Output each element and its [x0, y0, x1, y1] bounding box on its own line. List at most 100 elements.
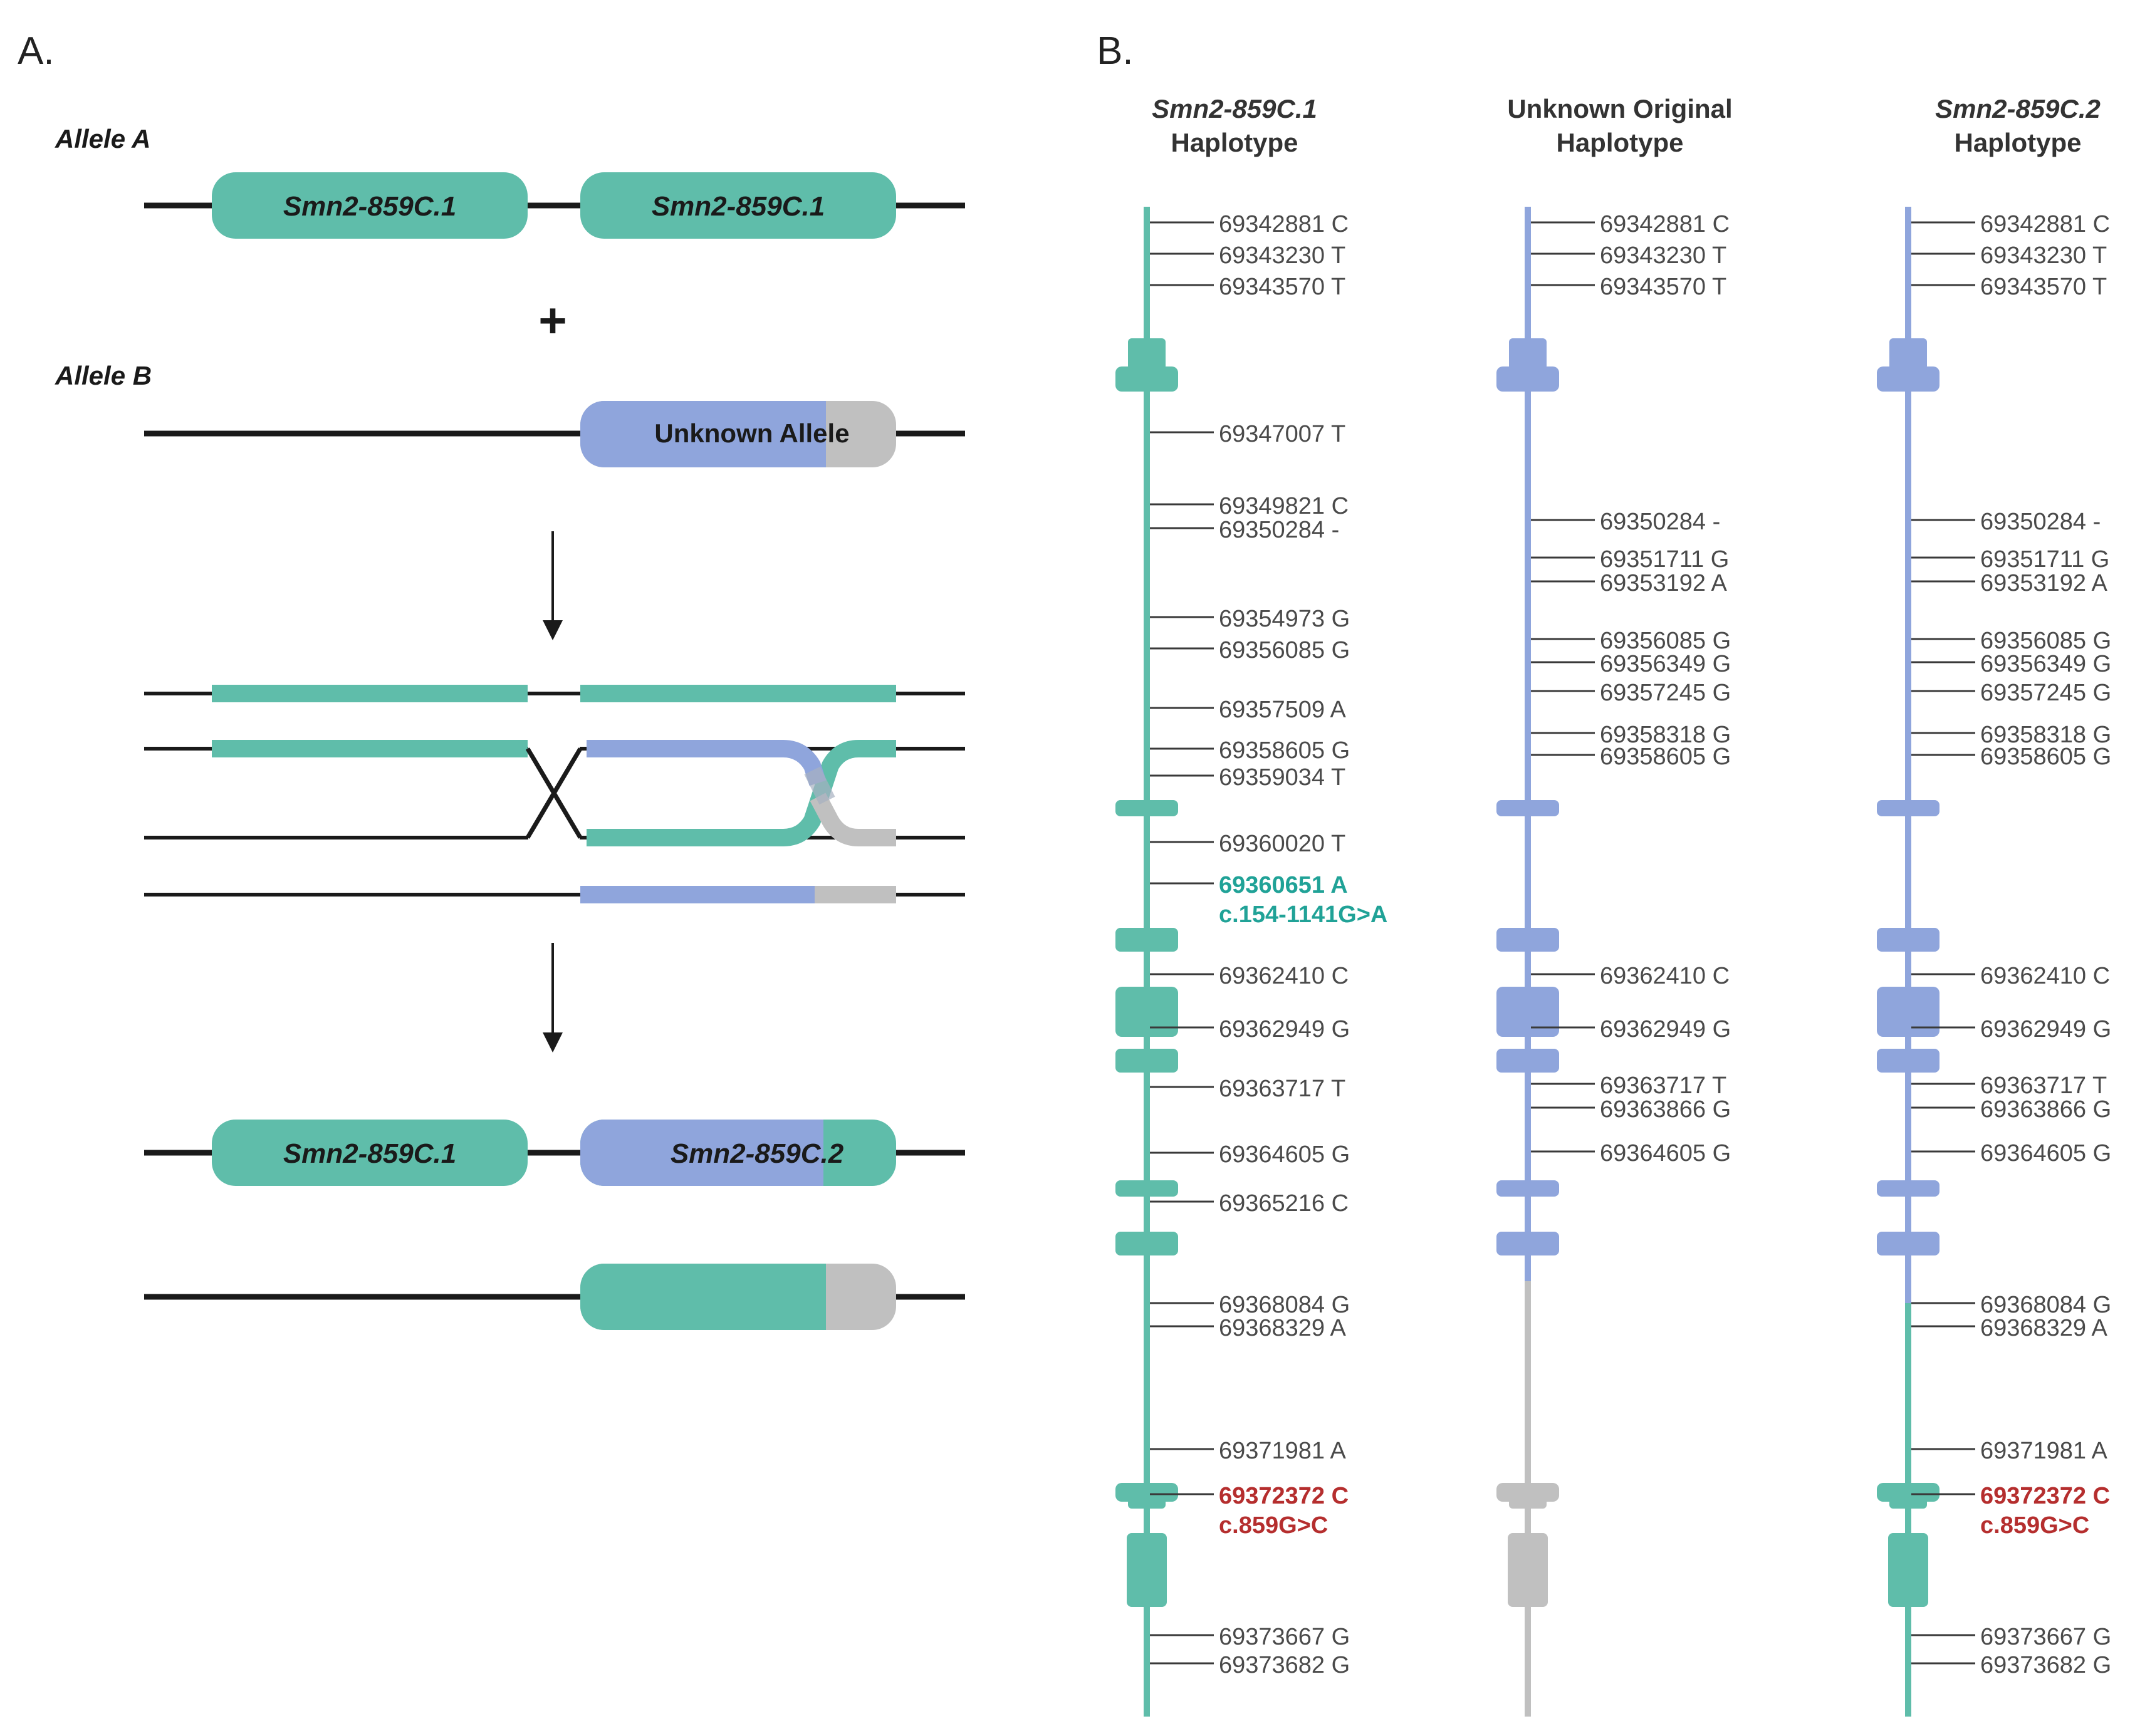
marker-label: 69343230 T	[1600, 242, 1726, 269]
exon-1	[1889, 338, 1927, 370]
marker-label: 69358318 G	[1600, 722, 1731, 748]
panel-b: B. Smn2-859C.1 Haplotype Unknown Origina…	[1097, 29, 2111, 1717]
marker-label: 69358318 G	[1980, 722, 2111, 748]
marker-label: 69371981 A	[1219, 1438, 1347, 1464]
marker-label: 69368329 A	[1219, 1315, 1347, 1341]
marker-label: 69368084 G	[1219, 1292, 1350, 1318]
exchange-gray	[810, 793, 896, 846]
exon-5	[1115, 1049, 1178, 1073]
chromatid-4-blue	[580, 886, 815, 903]
marker-label: 69360020 T	[1219, 831, 1345, 857]
result-2-gene	[580, 1264, 896, 1330]
marker-label: 69363717 T	[1980, 1073, 2107, 1099]
marker-label: 69362410 C	[1219, 963, 1349, 989]
column-1-title-line1: Smn2-859C.1	[1152, 94, 1317, 123]
exon-4	[1496, 987, 1559, 1037]
marker-label: 69373667 G	[1980, 1624, 2111, 1650]
marker-label: 69350284 -	[1980, 509, 2101, 535]
marker-label: 69359034 T	[1219, 764, 1345, 791]
marker-label: 69372372 C	[1219, 1483, 1349, 1509]
chromatid-4-gray	[815, 886, 896, 903]
panel-b-label: B.	[1097, 29, 1134, 73]
marker-label: 69357245 G	[1980, 680, 2111, 706]
exchange-blue-upper	[587, 740, 827, 786]
exon-6	[1496, 1180, 1559, 1197]
marker-label: 69357245 G	[1600, 680, 1731, 706]
allele-a-gene-1	[212, 172, 528, 239]
column-2-title-line2: Haplotype	[1556, 128, 1683, 157]
exon-7	[1496, 1232, 1559, 1255]
allele-a-gene-2	[580, 172, 896, 239]
exon-8	[1889, 1497, 1927, 1509]
exon-8	[1509, 1497, 1547, 1509]
marker-label: 69364605 G	[1980, 1140, 2111, 1167]
chromatid-1-gene-2	[580, 685, 896, 702]
marker-label: 69343230 T	[1219, 242, 1345, 269]
marker-label: 69356085 G	[1600, 628, 1731, 654]
column-3-title-line1: Smn2-859C.2	[1935, 94, 2101, 123]
result-1-gene-1-label: Smn2-859C.1	[283, 1138, 456, 1169]
exchange-green-lower	[587, 740, 896, 846]
variant-annotation: c.859G>C	[1980, 1512, 2089, 1539]
marker-label: 69371981 A	[1980, 1438, 2108, 1464]
marker-label: 69363717 T	[1219, 1076, 1345, 1102]
marker-label: 69368084 G	[1980, 1292, 2111, 1318]
allele-b-label: Allele B	[55, 361, 152, 390]
marker-label: 69363866 G	[1600, 1096, 1731, 1123]
exon-5	[1496, 1049, 1559, 1073]
result-1-gene-1	[212, 1120, 528, 1186]
panel-a: A. Allele A Smn2-859C.1 Smn2-859C.1 + Al…	[18, 29, 965, 1330]
marker-label: 69372372 C	[1980, 1483, 2110, 1509]
marker-label: 69342881 C	[1219, 211, 1349, 237]
chromatid-1-gene-1	[212, 685, 528, 702]
exon-1	[1496, 366, 1559, 392]
result-1-gene-2	[580, 1120, 896, 1186]
marker-label: 69362949 G	[1600, 1016, 1731, 1042]
exon-1	[1509, 338, 1547, 370]
unknown-allele-label: Unknown Allele	[654, 418, 849, 448]
marker-label: 69373682 G	[1219, 1652, 1350, 1678]
allele-a-gene-2-label: Smn2-859C.1	[652, 191, 825, 222]
exon-2	[1115, 800, 1178, 816]
marker-label: 69356085 G	[1219, 637, 1350, 663]
marker-label: 69342881 C	[1600, 211, 1730, 237]
exon-8	[1115, 1483, 1178, 1502]
exon-1	[1115, 366, 1178, 392]
marker-label: 69343570 T	[1600, 274, 1726, 300]
marker-label: 69356349 G	[1980, 651, 2111, 677]
crossover-diagram	[144, 685, 965, 903]
haplotype-column-unknown-original: 69342881 C 69343230 T 69343570 T 69350284 -…	[1496, 207, 1731, 1717]
marker-label: 69373667 G	[1219, 1624, 1350, 1650]
marker-label: 69347007 T	[1219, 421, 1345, 447]
marker-label: 69343230 T	[1980, 242, 2107, 269]
exon-9	[1508, 1533, 1548, 1607]
exon-2	[1496, 800, 1559, 816]
marker-label: 69350284 -	[1600, 509, 1720, 535]
exon-3	[1877, 928, 1939, 952]
marker-label: 69373682 G	[1980, 1652, 2111, 1678]
exon-5	[1877, 1049, 1939, 1073]
marker-label: 69342881 C	[1980, 211, 2110, 237]
marker-label: 69358605 G	[1219, 737, 1350, 764]
marker-label: 69363866 G	[1980, 1096, 2111, 1123]
allele-a-label: Allele A	[55, 124, 151, 153]
exon-4	[1115, 987, 1178, 1037]
exon-3	[1115, 928, 1178, 952]
marker-label: 69358605 G	[1980, 744, 2111, 770]
marker-label: 69351711 G	[1980, 546, 2109, 573]
exon-3	[1496, 928, 1559, 952]
exon-1	[1128, 338, 1166, 370]
plus-sign: +	[538, 293, 567, 348]
variant-annotation: c.154-1141G>A	[1219, 902, 1387, 928]
down-arrow-2	[543, 943, 563, 1053]
exon-8	[1877, 1483, 1939, 1502]
exon-6	[1115, 1180, 1178, 1197]
exon-4	[1877, 987, 1939, 1037]
marker-label: 69365216 C	[1219, 1190, 1349, 1217]
exon-7	[1115, 1232, 1178, 1255]
marker-label: 69362410 C	[1600, 963, 1730, 989]
column-3-title-line2: Haplotype	[1954, 128, 2081, 157]
column-1-title-line2: Haplotype	[1171, 128, 1298, 157]
